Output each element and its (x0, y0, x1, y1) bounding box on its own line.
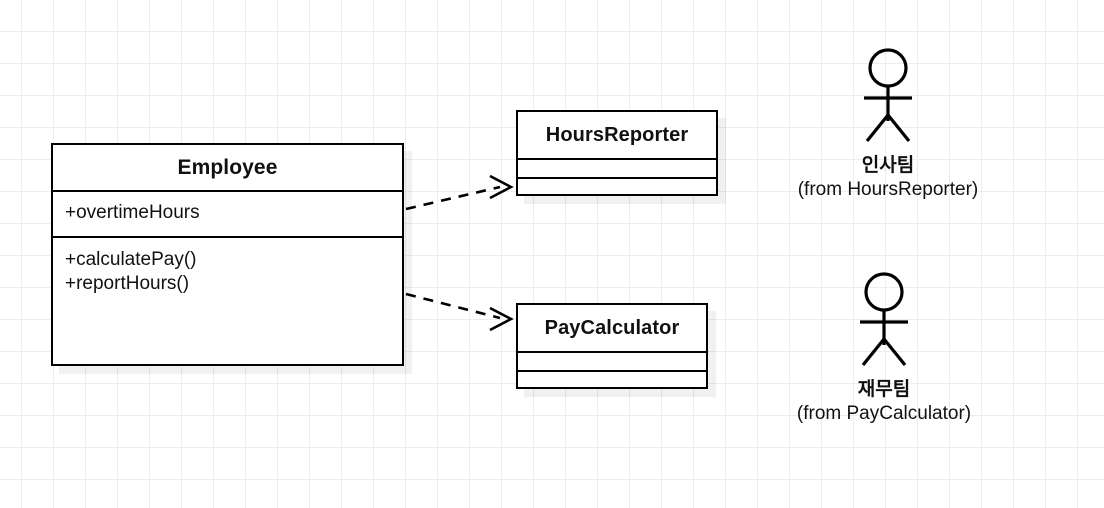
actor-stick-figure-icon (864, 48, 912, 143)
class-operations-employee: +calculatePay() +reportHours() (53, 236, 402, 364)
uml-class-paycalculator[interactable]: PayCalculator (516, 303, 708, 389)
actor-from-hr-team: (from HoursReporter) (797, 178, 979, 200)
operation-calculatepay: +calculatePay() (65, 249, 197, 270)
uml-class-hoursreporter[interactable]: HoursReporter (516, 110, 718, 196)
dependency-employee-to-hoursreporter (405, 174, 514, 211)
actor-name-hr-team: 인사팀 (861, 155, 915, 176)
operation-reporthours: +reportHours() (65, 273, 190, 295)
class-attributes-hoursreporter (518, 158, 716, 177)
actor-name-finance-team: 재무팀 (857, 379, 911, 400)
actor-from-finance-team: (from PayCalculator) (796, 402, 972, 424)
class-name-paycalculator: PayCalculator (544, 316, 680, 339)
class-attributes-paycalculator (518, 351, 706, 370)
actor-stick-figure-icon (860, 272, 908, 367)
class-operations-paycalculator (518, 370, 706, 389)
class-operations-hoursreporter (518, 177, 716, 196)
attribute-overtimehours: +overtimeHours (65, 202, 200, 223)
class-name-employee: Employee (177, 155, 278, 179)
actor-finance-team[interactable]: 재무팀 (from PayCalculator) (754, 268, 1014, 426)
class-name-hoursreporter: HoursReporter (545, 123, 689, 146)
class-attributes-employee: +overtimeHours (53, 190, 402, 236)
dependency-employee-to-paycalculator (405, 292, 514, 332)
uml-class-employee[interactable]: Employee +overtimeHours +calculatePay() … (51, 143, 404, 366)
actor-hr-team[interactable]: 인사팀 (from HoursReporter) (758, 44, 1018, 202)
